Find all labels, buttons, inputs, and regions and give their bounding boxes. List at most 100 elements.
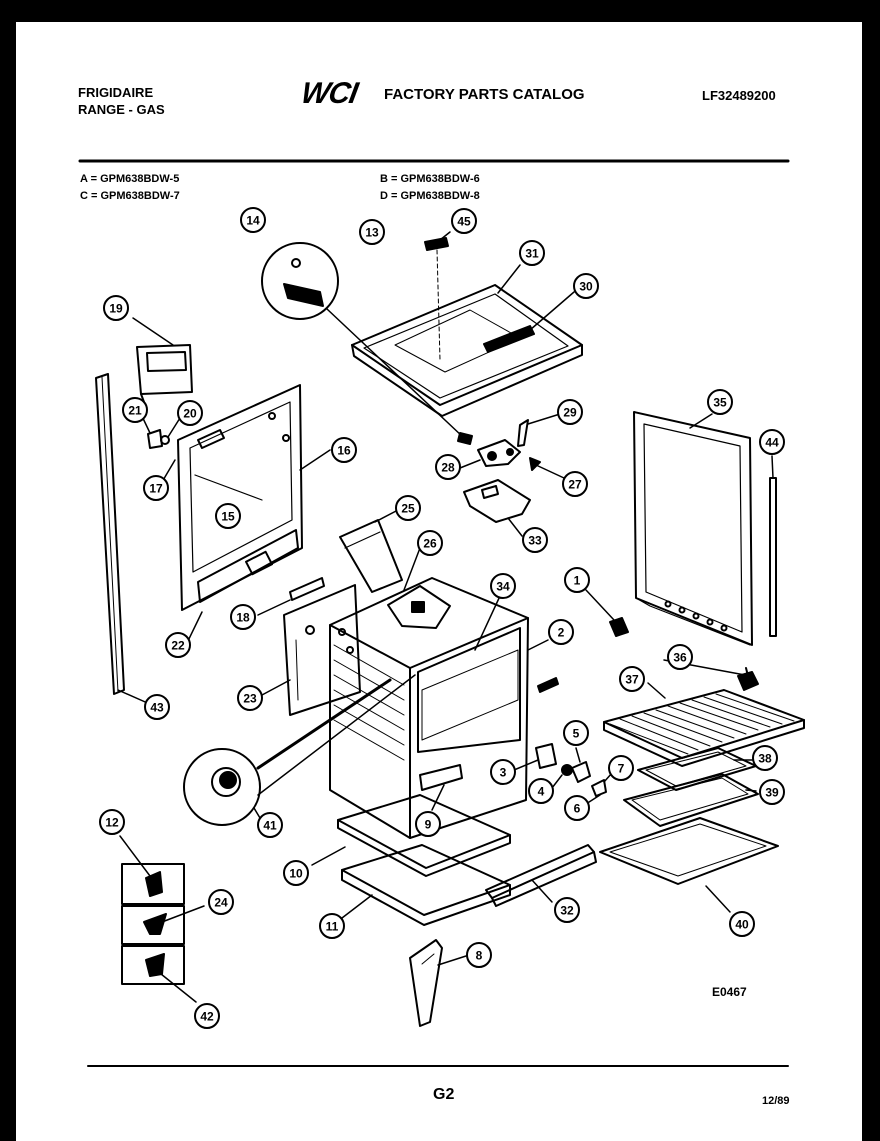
callout-label-30: 30 [579,280,593,294]
callout-circle-3 [490,759,516,785]
callout-circle-10 [283,860,309,886]
callout-label-27: 27 [568,478,582,492]
callout-circle-33 [522,527,548,553]
model-line-d: D = GPM638BDW-8 [380,190,480,202]
callout-label-33: 33 [528,534,542,548]
callout-label-21: 21 [128,404,142,418]
callout-circle-35 [707,389,733,415]
callout-circle-7 [608,755,634,781]
callout-circle-37 [619,666,645,692]
callout-label-17: 17 [149,482,163,496]
callout-circle-13 [359,219,385,245]
part-19-bracket [136,344,193,403]
hardware-boxes-12-24-42 [121,863,185,985]
callout-label-5: 5 [573,727,580,741]
product-type: RANGE - GAS [78,102,165,117]
callout-label-38: 38 [758,752,772,766]
part-5-cap [571,761,591,783]
callout-label-28: 28 [441,461,455,475]
callout-circle-14 [240,207,266,233]
callout-label-1: 1 [574,574,581,588]
callout-circle-24 [208,889,234,915]
callout-label-19: 19 [109,302,123,316]
callout-label-15: 15 [221,510,235,524]
callout-circle-5 [563,720,589,746]
callout-circle-17 [143,475,169,501]
callout-circle-38 [752,745,778,771]
callout-circle-12 [99,809,125,835]
part-18-hinge [289,577,325,601]
callout-circle-15 [215,503,241,529]
document-number: LF32489200 [702,88,776,103]
part-28-valve-assembly [457,432,521,467]
callout-label-31: 31 [525,247,539,261]
callout-circle-11 [319,913,345,939]
part-23-side-panel [283,584,361,716]
callout-label-23: 23 [243,692,257,706]
callout-label-13: 13 [365,226,379,240]
callout-circle-22 [165,632,191,658]
callout-label-4: 4 [538,785,545,799]
wci-logo: WCI [299,77,362,110]
callout-circle-2 [548,619,574,645]
part-7-spacer [591,779,607,797]
model-line-b: B = GPM638BDW-6 [380,173,480,185]
figure-id: E0467 [712,985,747,999]
part-32-rail [485,844,597,907]
part-33-bracket [463,479,531,523]
callout-circle-44 [759,429,785,455]
callout-circle-25 [395,495,421,521]
callout-circle-20 [177,400,203,426]
callout-circle-21 [122,397,148,423]
part-8-spring [409,939,443,1027]
callout-label-3: 3 [500,766,507,780]
callout-circle-32 [554,897,580,923]
logo-text: WCI [299,77,362,110]
part-3-igniter [535,743,557,769]
callout-label-9: 9 [425,818,432,832]
callout-circle-45 [451,208,477,234]
callout-label-26: 26 [423,537,437,551]
callout-label-43: 43 [150,701,164,715]
callout-circle-34 [490,573,516,599]
callout-label-2: 2 [558,626,565,640]
callout-circle-23 [237,685,263,711]
callout-label-16: 16 [337,444,351,458]
callout-label-32: 32 [560,904,574,918]
callout-circle-31 [519,240,545,266]
part-43-trim-strip [95,373,125,695]
callout-circle-29 [557,399,583,425]
part-11-base-plate [341,844,511,926]
callout-circle-43 [144,694,170,720]
callout-circle-27 [562,471,588,497]
callout-label-18: 18 [236,611,250,625]
page-number: G2 [433,1086,455,1103]
catalog-date: 12/89 [762,1095,790,1107]
part-26-burner [387,585,451,629]
callout-circle-26 [417,530,443,556]
part-40-broiler-drawer [599,817,779,885]
callout-circle-40 [729,911,755,937]
callout-label-44: 44 [765,436,779,450]
part-35-door-frame [633,411,753,646]
part-29-tube [517,419,529,447]
callout-label-40: 40 [735,918,749,932]
callout-label-24: 24 [214,896,228,910]
callout-label-11: 11 [326,920,339,934]
callout-label-34: 34 [496,580,510,594]
callout-circle-19 [103,295,129,321]
callout-circle-18 [230,604,256,630]
catalog-title: FACTORY PARTS CATALOG [384,86,585,103]
part-16-back-panel [177,384,303,611]
model-line-c: C = GPM638BDW-7 [80,190,180,202]
part-27-fitting [529,457,541,471]
brand-block: FRIGIDAIRE RANGE - GAS [78,84,165,118]
callout-circle-16 [331,437,357,463]
part-36-leveling-leg [737,667,759,691]
part-39-broiler-insert [623,773,759,827]
callout-circle-42 [194,1003,220,1029]
callout-circle-4 [528,778,554,804]
callout-label-14: 14 [246,214,260,228]
callout-label-22: 22 [171,639,185,653]
callout-circle-36 [667,644,693,670]
